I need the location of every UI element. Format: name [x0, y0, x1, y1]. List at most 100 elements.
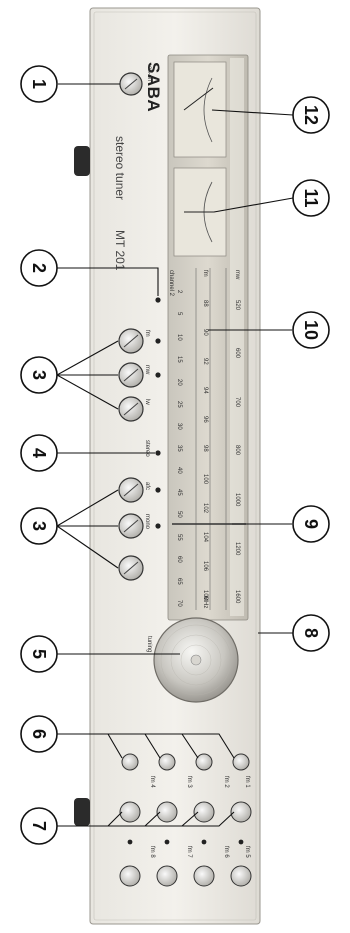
callout-leaders — [56, 83, 294, 827]
tuning-knob-center — [190, 654, 202, 666]
dial-scale-lines — [195, 268, 227, 610]
mw-scale-value: 1200 — [234, 541, 240, 556]
preset-knob-fm1[interactable] — [230, 801, 252, 823]
callout-11 — [292, 179, 330, 217]
channel-scale-value: 35 — [176, 445, 182, 452]
mw-scale-value: 600 — [234, 348, 240, 359]
indicator-led-mw — [155, 372, 161, 378]
switch-label-fm: fm — [144, 330, 150, 337]
fm-scale-value: 108 — [202, 590, 208, 601]
channel-scale-value: 20 — [176, 378, 182, 386]
preset-selector-fm3[interactable] — [158, 753, 176, 771]
mw-scale-value: 800 — [234, 445, 240, 456]
preset-knob-fm8[interactable] — [119, 865, 141, 887]
callout-num-7: 7 — [29, 821, 49, 831]
preset-selector-fm4[interactable] — [121, 753, 139, 771]
callout-num-3b: 3 — [29, 521, 49, 531]
preset-label-fm3: fm 3 — [186, 776, 192, 788]
preset-selector-fm1[interactable] — [232, 753, 250, 771]
channel-scale-value: 2 — [176, 290, 182, 294]
preset-label-fm1: fm 1 — [244, 776, 250, 788]
fm-scale-value: 100 — [202, 474, 208, 485]
fm-scale-value: 96 — [202, 416, 208, 423]
preset-knob-fm3[interactable] — [156, 801, 178, 823]
fm-scale-value: 88 — [202, 300, 208, 307]
switch-label-lw: lw — [144, 399, 150, 405]
callout-num-12: 12 — [301, 105, 321, 125]
preset-knob-fm5[interactable] — [230, 865, 252, 887]
mw-scale-value: 520 — [234, 300, 240, 311]
function-switch-group — [118, 477, 144, 581]
channel-scale-value: 45 — [176, 489, 182, 496]
dial-label-mw: mw — [234, 270, 240, 280]
signal-meter-arc — [203, 77, 213, 143]
callout-6 — [20, 715, 58, 753]
preset-selectors — [121, 753, 250, 771]
product-line-label: stereo tuner — [113, 136, 127, 201]
fm-scale-value: 106 — [202, 561, 208, 572]
callout-2 — [20, 249, 58, 287]
channel-label: channel 2 — [168, 270, 174, 297]
stereo-led — [155, 450, 161, 456]
dial-window-highlight — [230, 58, 244, 616]
preset-label-fm5: fm 5 — [244, 846, 250, 858]
preset-tuning-knobs — [119, 801, 252, 887]
callout-3b — [20, 507, 58, 545]
callout-num-10: 10 — [301, 320, 321, 340]
left-foot-top — [74, 146, 90, 176]
callout-7 — [20, 807, 58, 845]
switch-label-mono: mono — [144, 514, 150, 530]
preset-knob-fm4[interactable] — [119, 801, 141, 823]
tuning-knob-ridges — [160, 624, 232, 696]
preset-label-fm6: fm 6 — [223, 846, 229, 858]
channel-scale-value: 65 — [176, 577, 182, 585]
channel-scale-value: 70 — [176, 600, 182, 607]
callout-num-9: 9 — [301, 519, 321, 529]
tuning-label: tuning — [146, 636, 152, 653]
preset-knob-fm6[interactable] — [193, 865, 215, 887]
callout-4 — [20, 434, 58, 472]
channel-scale-value: 55 — [176, 533, 182, 541]
callout-num-3a: 3 — [29, 370, 49, 380]
callout-num-11: 11 — [301, 188, 321, 207]
callout-8 — [292, 614, 330, 652]
stereo-label: stereo — [144, 440, 150, 457]
signal-meter-needle — [183, 87, 214, 111]
channel-scale-value: 5 — [176, 312, 182, 316]
fm-scale-value: 104 — [202, 532, 208, 543]
fm-scale-value: 102 — [202, 503, 208, 514]
fm-scale-value: 94 — [202, 387, 208, 394]
callout-3a — [20, 356, 58, 394]
callout-num-5: 5 — [29, 649, 49, 659]
indicator-led-afc — [155, 487, 161, 493]
panel-inner-border — [93, 11, 257, 921]
mw-scale-value: 1600 — [234, 590, 240, 604]
dial-label-fm: fm — [202, 270, 208, 277]
channel-scale-value: 10 — [176, 334, 182, 341]
preset-label-fm4: fm 4 — [149, 776, 155, 788]
channel-scale-value: 25 — [176, 400, 182, 408]
fm-scale-value: 90 — [202, 329, 208, 336]
preset-knob-fm2[interactable] — [193, 801, 215, 823]
preset-label-fm7: fm 7 — [186, 846, 192, 858]
preset-selector-fm2[interactable] — [195, 753, 213, 771]
callout-num-2: 2 — [29, 263, 49, 273]
preset-knob-fm7[interactable] — [156, 865, 178, 887]
channel-scale-value: 40 — [176, 467, 182, 474]
mw-scale-value: 1000 — [234, 493, 240, 507]
callouts — [20, 65, 330, 845]
band-switch-group — [118, 328, 144, 422]
signal-meter — [173, 61, 227, 158]
callout-12 — [292, 96, 330, 134]
fm-scale-value: 98 — [202, 445, 208, 452]
callout-num-4: 4 — [29, 448, 49, 458]
callout-num-6: 6 — [29, 729, 49, 739]
callout-10 — [292, 311, 330, 349]
preset-label-fm8: fm 8 — [149, 846, 155, 858]
channel-scale-value: 60 — [176, 555, 182, 563]
callout-num-8: 8 — [301, 628, 321, 638]
power-label: on-off — [146, 66, 152, 82]
callout-1 — [20, 65, 58, 103]
